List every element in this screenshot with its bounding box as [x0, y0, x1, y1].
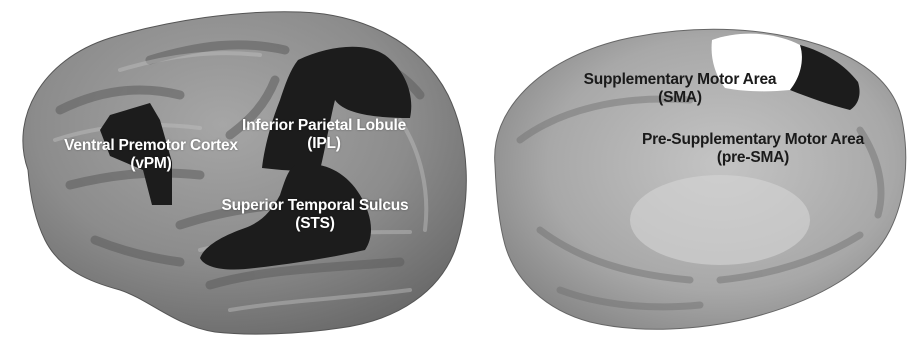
label-presma-abbr: (pre-SMA) [608, 149, 898, 167]
label-ipl-abbr: (IPL) [205, 135, 443, 153]
label-sma-abbr: (SMA) [556, 89, 804, 107]
label-sts-abbr: (STS) [196, 215, 434, 233]
label-sma: Supplementary Motor Area (SMA) [556, 71, 804, 107]
corpus-callosum-area [630, 175, 810, 265]
label-ipl-name: Inferior Parietal Lobule [205, 117, 443, 135]
label-vpm-abbr: (vPM) [32, 155, 270, 173]
label-sts-name: Superior Temporal Sulcus [196, 197, 434, 215]
label-presma: Pre-Supplementary Motor Area (pre-SMA) [608, 131, 898, 167]
label-sts: Superior Temporal Sulcus (STS) [196, 197, 434, 233]
label-sma-name: Supplementary Motor Area [556, 71, 804, 89]
label-presma-name: Pre-Supplementary Motor Area [608, 131, 898, 149]
label-ipl: Inferior Parietal Lobule (IPL) [205, 117, 443, 153]
